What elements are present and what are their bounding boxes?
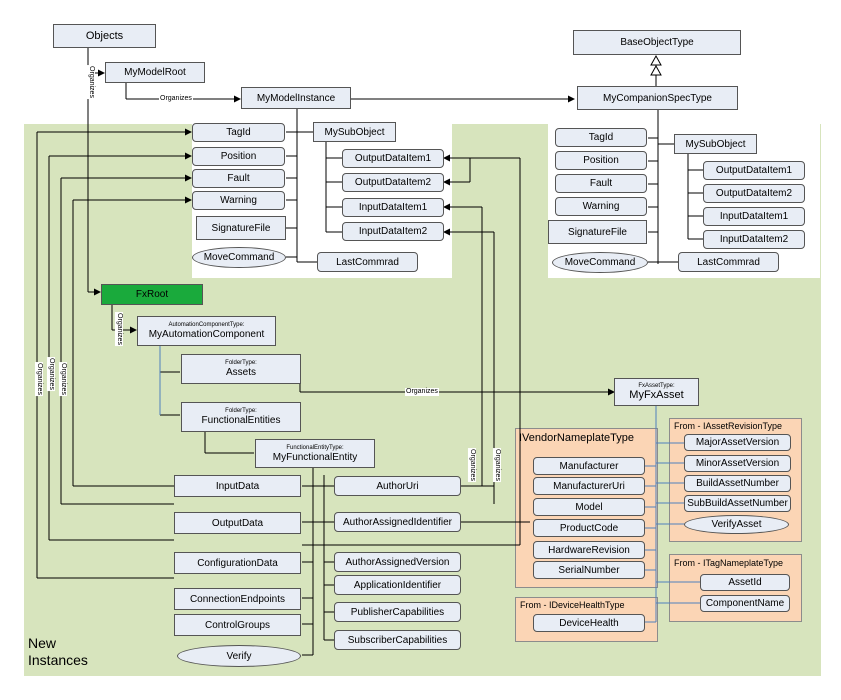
manufacturer-uri-node[interactable]: ManufacturerUri [533,477,645,495]
output-data-node[interactable]: OutputData [174,512,301,534]
input-data-node[interactable]: InputData [174,475,301,497]
caption-line: Instances [28,652,88,668]
type-sub-object[interactable]: MySubObject [674,134,757,154]
type-position[interactable]: Position [555,151,647,170]
hardware-revision-node[interactable]: HardwareRevision [533,541,645,559]
node-name-label: MyFunctionalEntity [272,451,358,463]
minor-asset-version-node[interactable]: MinorAssetVersion [684,455,791,472]
node-name-label: FunctionalEntities [201,415,281,426]
functional-entity-node[interactable]: FunctionalEntityType: MyFunctionalEntity [255,439,375,468]
fx-root-node[interactable]: FxRoot [101,284,203,305]
organizes-label: Organizes [114,312,123,346]
organizes-label: Organizes [46,357,55,391]
node-type-label: AutomationComponentType: [168,322,245,328]
assets-folder-node[interactable]: FolderType: Assets [181,354,301,384]
my-companion-spec-type-node[interactable]: MyCompanionSpecType [577,86,738,110]
organizes-label: Organizes [405,388,439,396]
type-output-data-item-2[interactable]: OutputDataItem2 [703,184,805,203]
node-name-label: MyAutomationComponent [148,329,265,340]
organizes-label: Organizes [159,95,193,103]
device-health-node[interactable]: DeviceHealth [533,614,645,632]
tag-nameplate-title: From - ITagNameplateType [674,558,784,568]
control-groups-node[interactable]: ControlGroups [174,614,301,636]
node-type-label: FxAssetType: [638,383,675,389]
build-asset-number-node[interactable]: BuildAssetNumber [684,475,791,492]
manufacturer-node[interactable]: Manufacturer [533,457,645,475]
type-tag-id[interactable]: TagId [555,128,647,147]
asset-id-node[interactable]: AssetId [700,574,790,591]
my-model-root-node[interactable]: MyModelRoot [105,62,205,83]
major-asset-version-node[interactable]: MajorAssetVersion [684,434,791,451]
author-assigned-version-node[interactable]: AuthorAssignedVersion [334,552,461,572]
node-name-label: Assets [225,367,256,378]
publisher-capabilities-node[interactable]: PublisherCapabilities [334,602,461,622]
model-node[interactable]: Model [533,498,645,516]
author-assigned-identifier-node[interactable]: AuthorAssignedIdentifier [334,512,461,532]
asset-revision-title: From - IAssetRevisionType [674,421,783,431]
type-last-command[interactable]: LastCommrad [678,252,779,272]
base-object-type-node[interactable]: BaseObjectType [573,30,741,55]
my-model-instance-node[interactable]: MyModelInstance [241,87,351,109]
application-identifier-node[interactable]: ApplicationIdentifier [334,575,461,595]
organizes-label: Organizes [34,362,43,396]
type-input-data-item-1[interactable]: InputDataItem1 [703,207,805,226]
node-type-label: FunctionalEntityType: [286,444,344,451]
organizes-label: Organizes [492,448,501,482]
subscriber-capabilities-node[interactable]: SubscriberCapabilities [334,630,461,650]
type-move-command[interactable]: MoveCommand [552,252,648,273]
new-instances-caption: New Instances [28,635,88,669]
organizes-label: Organizes [86,65,95,99]
type-fault[interactable]: Fault [555,174,647,193]
instance-input-data-item-2[interactable]: InputDataItem2 [342,222,444,241]
instance-output-data-item-2[interactable]: OutputDataItem2 [342,173,444,192]
instance-input-data-item-1[interactable]: InputDataItem1 [342,198,444,217]
fx-asset-node[interactable]: FxAssetType: MyFxAsset [614,378,699,406]
instance-fault[interactable]: Fault [192,169,285,188]
functional-entities-folder-node[interactable]: FolderType: FunctionalEntities [181,402,301,432]
sub-build-asset-number-node[interactable]: SubBuildAssetNumber [684,495,791,512]
instance-tag-id[interactable]: TagId [192,123,285,142]
organizes-label: Organizes [467,448,476,482]
verify-asset-method[interactable]: VerifyAsset [684,515,789,534]
organizes-label: Organizes [58,362,67,396]
device-health-title: From - IDeviceHealthType [520,600,625,610]
type-output-data-item-1[interactable]: OutputDataItem1 [703,161,805,180]
type-signature-file[interactable]: SignatureFile [548,220,647,244]
verify-method[interactable]: Verify [177,645,301,667]
author-uri-node[interactable]: AuthorUri [334,476,461,496]
vendor-nameplate-title: IVendorNameplateType [519,432,634,444]
instance-sub-object[interactable]: MySubObject [313,122,396,142]
component-name-node[interactable]: ComponentName [700,595,790,612]
node-name-label: MyFxAsset [629,389,684,401]
instance-output-data-item-1[interactable]: OutputDataItem1 [342,149,444,168]
connection-endpoints-node[interactable]: ConnectionEndpoints [174,588,301,610]
instance-signature-file[interactable]: SignatureFile [196,216,286,240]
automation-component-node[interactable]: AutomationComponentType: MyAutomationCom… [137,316,276,346]
instance-last-command[interactable]: LastCommrad [317,252,418,272]
instance-move-command[interactable]: MoveCommand [192,247,286,268]
type-input-data-item-2[interactable]: InputDataItem2 [703,230,805,249]
product-code-node[interactable]: ProductCode [533,519,645,537]
configuration-data-node[interactable]: ConfigurationData [174,552,301,574]
node-type-label: FolderType: [225,408,257,414]
node-type-label: FolderType: [225,360,257,366]
objects-node[interactable]: Objects [53,24,156,48]
instance-warning[interactable]: Warning [192,191,285,210]
caption-line: New [28,635,57,651]
type-warning[interactable]: Warning [555,197,647,216]
serial-number-node[interactable]: SerialNumber [533,561,645,579]
instance-position[interactable]: Position [192,147,285,166]
